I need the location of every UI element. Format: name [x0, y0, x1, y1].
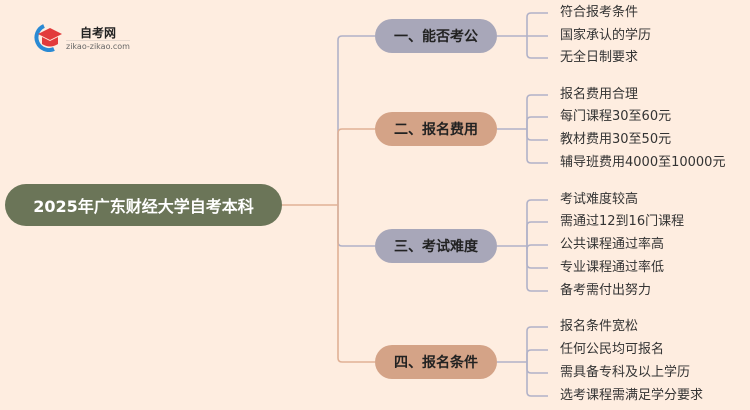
leaf-connector: [526, 12, 548, 36]
leaf-node: 需具备专科及以上学历: [560, 365, 691, 380]
leaf-node: 国家承认的学历: [560, 28, 652, 43]
leaf-node: 备考需付出努力: [560, 283, 652, 298]
leaf-connector: [526, 326, 548, 362]
leaf-connector: [526, 129, 548, 141]
leaf-node: 需通过12到16门课程: [560, 214, 685, 229]
branch-node: 三、考试难度: [375, 229, 497, 263]
graduation-cap-icon: [34, 24, 62, 52]
leaf-connector: [526, 244, 548, 250]
leaf-connector: [526, 129, 548, 164]
leaf-connector: [526, 199, 548, 246]
leaf-node: 辅导班费用4000至10000元: [560, 155, 726, 170]
leaf-node: 报名条件宽松: [560, 319, 639, 334]
leaf-node: 符合报考条件: [560, 5, 639, 20]
leaf-connector: [526, 362, 548, 397]
leaf-connector: [526, 246, 548, 269]
leaf-node: 公共课程通过率高: [560, 237, 665, 252]
branch-node: 一、能否考公: [375, 19, 497, 53]
leaf-node: 专业课程通过率低: [560, 260, 665, 275]
leaf-connector: [526, 116, 548, 129]
leaf-node: 选考课程需满足学分要求: [560, 388, 704, 403]
leaf-node: 每门课程30至60元: [560, 109, 672, 124]
leaf-connector: [526, 221, 548, 246]
leaf-connector: [526, 349, 548, 362]
leaf-connector: [526, 36, 548, 59]
root-node: 2025年广东财经大学自考本科: [5, 184, 282, 226]
logo-title: 自考网: [80, 26, 117, 40]
leaf-node: 无全日制要求: [560, 50, 639, 65]
leaf-node: 报名费用合理: [560, 87, 639, 102]
logo-subtitle: zikao-zikao.com: [66, 40, 130, 51]
branch-node: 四、报名条件: [375, 345, 497, 379]
leaf-connector: [526, 94, 548, 129]
branch-node: 二、报名费用: [375, 112, 497, 146]
leaf-connector: [526, 362, 548, 374]
branch-connector: [337, 35, 375, 205]
branch-connector: [337, 128, 375, 205]
branch-connector: [337, 205, 375, 363]
leaf-node: 任何公民均可报名: [560, 342, 665, 357]
leaf-node: 教材费用30至50元: [560, 132, 672, 147]
leaf-node: 考试难度较高: [560, 192, 639, 207]
leaf-connector: [526, 246, 548, 292]
branch-connector: [337, 205, 375, 247]
